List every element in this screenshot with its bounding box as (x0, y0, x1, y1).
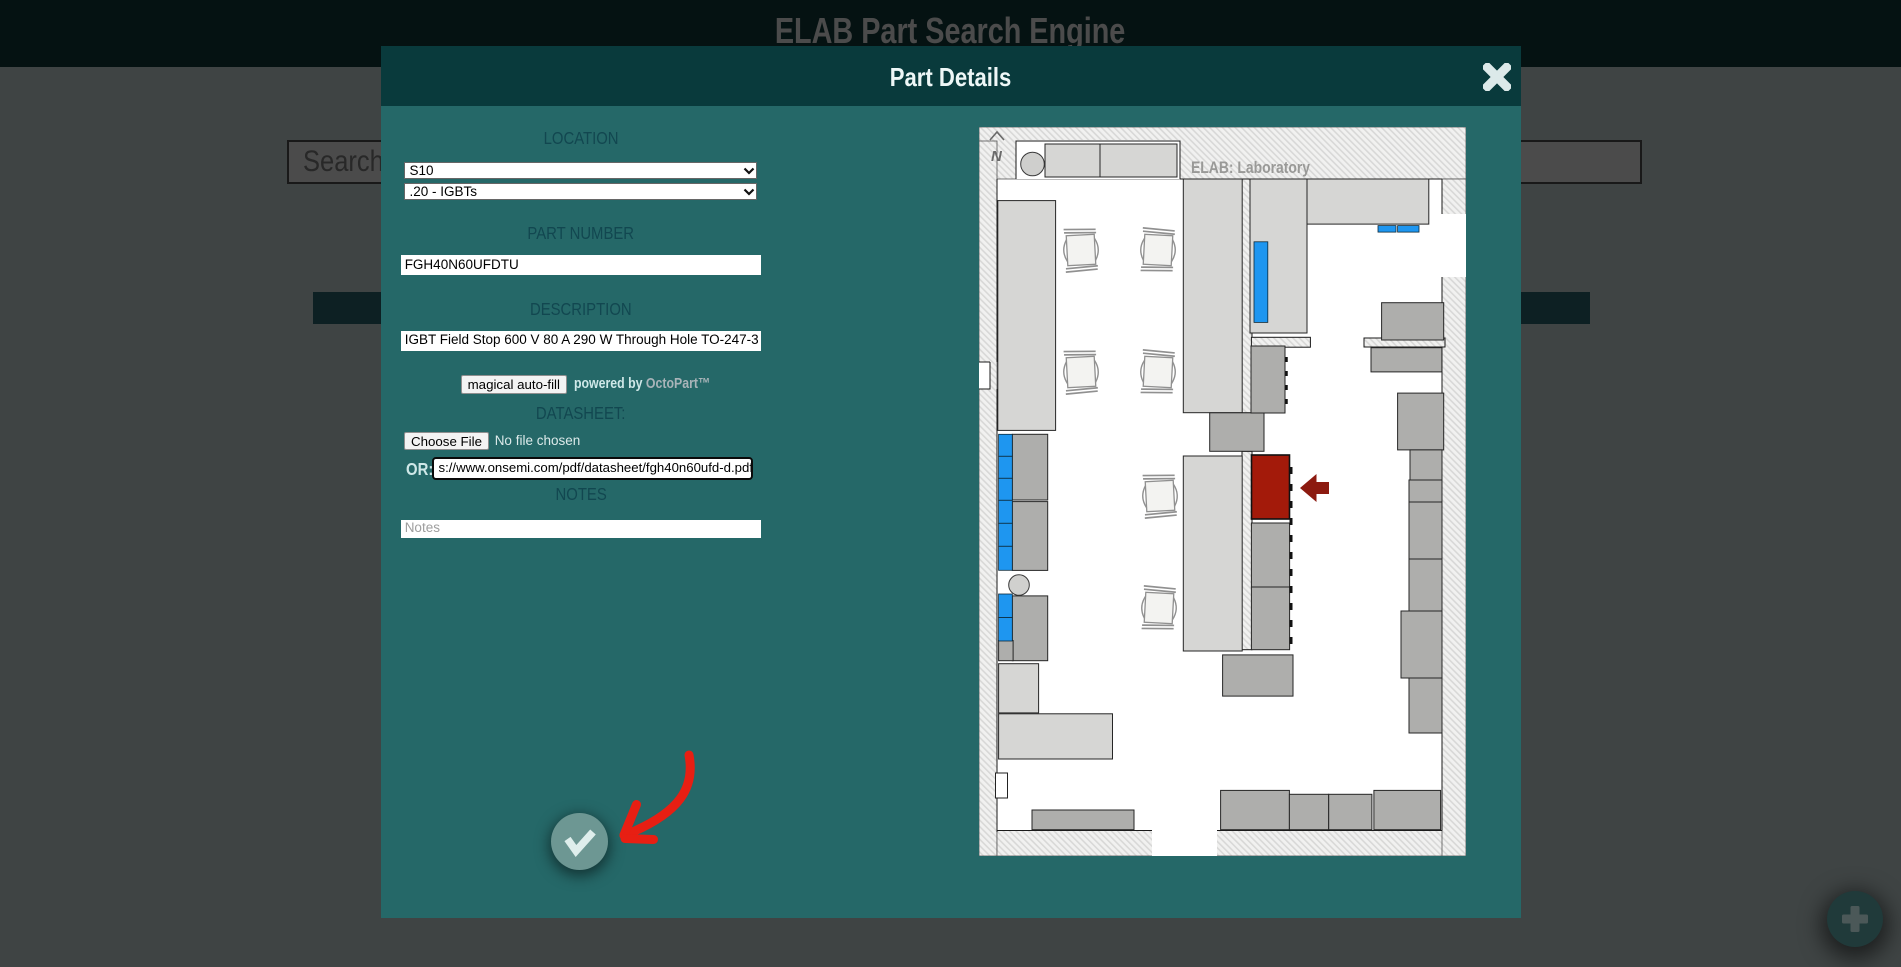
svg-text:N: N (991, 148, 1003, 165)
svg-text:ELAB: Laboratory: ELAB: Laboratory (1191, 158, 1310, 177)
